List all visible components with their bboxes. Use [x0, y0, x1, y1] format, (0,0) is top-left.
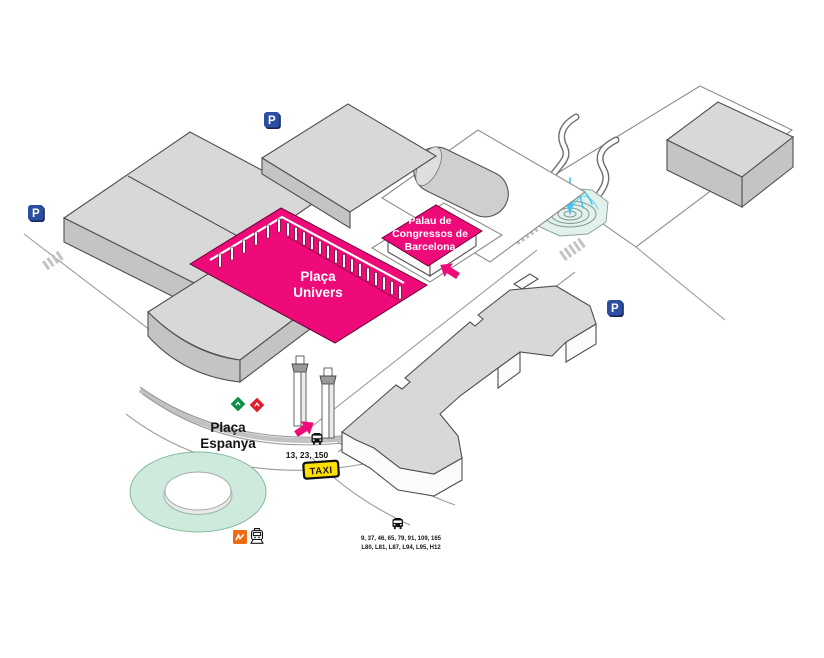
palau-label-line1: Palau de: [408, 215, 451, 227]
fgc-railway-icon: [233, 530, 247, 544]
metro-line-red-icon: [249, 397, 265, 413]
curved-path-ribbons: [548, 113, 620, 208]
svg-text:TAXI: TAXI: [309, 465, 333, 478]
gran-via-bus-routes-line1: 9, 37, 46, 65, 79, 91, 109, 165: [361, 536, 442, 542]
placa-espanya-label-line2: Espanya: [200, 436, 256, 451]
venetian-tower: [291, 355, 309, 427]
palau-congressos-highlight: Palau de Congressos de Barcelona: [370, 202, 504, 283]
svg-text:P: P: [268, 115, 276, 127]
placa-espanya-label-line1: Plaça: [210, 420, 246, 435]
espanya-roundabout-ring: [129, 451, 267, 533]
parking-icon: P: [607, 300, 624, 317]
bus-icon: [311, 433, 323, 445]
venetian-tower: [319, 367, 337, 439]
placa-univers-label-line2: Univers: [293, 285, 343, 300]
parking-icon: P: [264, 112, 281, 129]
taxi-sign: TAXI: [302, 459, 340, 480]
metro-line-green-icon: [230, 396, 246, 412]
placa-univers-highlight: Plaça Univers: [189, 207, 428, 344]
train-icon: [250, 528, 264, 544]
palau-label-line2: Congressos de: [392, 228, 468, 240]
crosswalk: [559, 237, 586, 262]
placa-univers-label-line1: Plaça: [300, 269, 336, 284]
box-building: [665, 101, 795, 209]
large-hall-lower-right: [341, 273, 597, 497]
entrance-bus-routes: 13, 23, 150: [286, 450, 329, 460]
parking-icon: P: [28, 205, 45, 222]
bus-icon: [392, 518, 403, 530]
colonnade: [218, 218, 402, 300]
svg-text:P: P: [611, 303, 619, 315]
crosswalk: [42, 250, 64, 271]
exhibition-halls-upper-left: [62, 103, 438, 309]
svg-text:P: P: [32, 208, 40, 220]
gran-via-bus-routes-line2: L80, L81, L87, L94, L95, H12: [361, 545, 441, 551]
palau-label-line3: Barcelona: [405, 241, 456, 253]
